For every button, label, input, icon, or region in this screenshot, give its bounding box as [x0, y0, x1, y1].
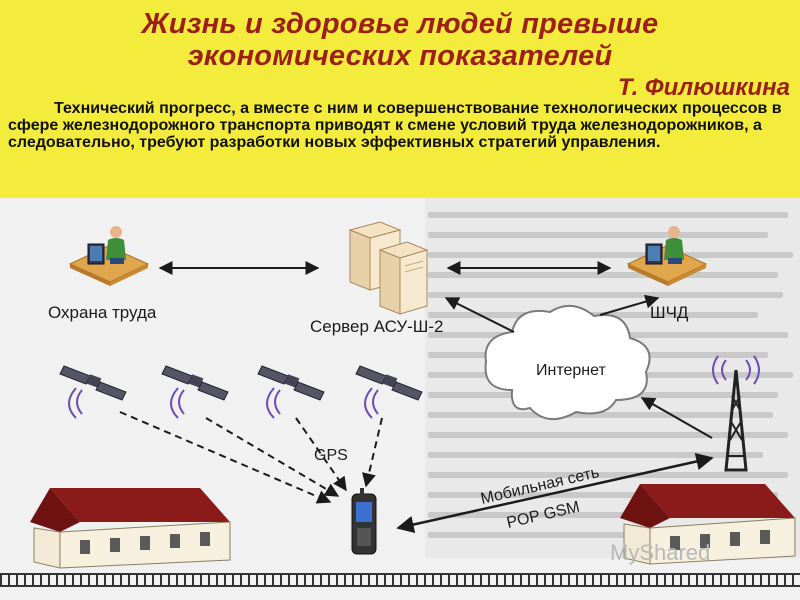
- gps-link-4: [362, 417, 383, 488]
- title-line-1: Жизнь и здоровье людей превыше: [141, 8, 659, 40]
- workstation-labor-protection-icon: [68, 226, 150, 286]
- satellite-icon: [355, 365, 423, 419]
- gps-link-2: [205, 417, 340, 497]
- mobile-phone-icon: [351, 488, 377, 555]
- internet-cloud-icon: [484, 305, 651, 420]
- arrow-internet-server: [444, 297, 515, 333]
- lead-text: Технический прогресс, а вместе с ним и с…: [8, 100, 782, 151]
- gps-link-1: [119, 411, 332, 504]
- arrow-phone-tower: [396, 452, 714, 534]
- railway-track: [0, 573, 800, 587]
- author: Т. Филюшкина: [617, 74, 790, 101]
- arrow-internet-shchd: [599, 294, 660, 316]
- label-labor-protection: Охрана труда: [48, 303, 157, 322]
- cell-tower-icon: [712, 355, 760, 472]
- workstation-shchd-icon: [626, 226, 708, 286]
- label-gps: GPS: [314, 447, 348, 464]
- label-server: Сервер АСУ-Ш-2: [310, 317, 444, 336]
- station-building-icon: [30, 488, 231, 569]
- satellite-icon: [59, 365, 127, 419]
- gps-link-3: [295, 417, 347, 492]
- server-icon: [348, 221, 429, 315]
- satellite-icon: [257, 365, 325, 419]
- label-pop-gsm: POP GSM: [505, 499, 581, 532]
- label-internet: Интернет: [536, 362, 606, 379]
- header-banner: Жизнь и здоровье людей превыше экономиче…: [0, 0, 800, 198]
- title-line-2: экономических показателей: [187, 40, 613, 72]
- watermark: MyShared: [610, 540, 711, 565]
- arrow-internet-tower: [640, 397, 713, 439]
- lead-paragraph: Технический прогресс, а вместе с ним и с…: [8, 100, 794, 151]
- label-shchd: ШЧД: [650, 303, 689, 322]
- station-building-icon: [620, 484, 796, 565]
- satellite-icon: [161, 365, 229, 419]
